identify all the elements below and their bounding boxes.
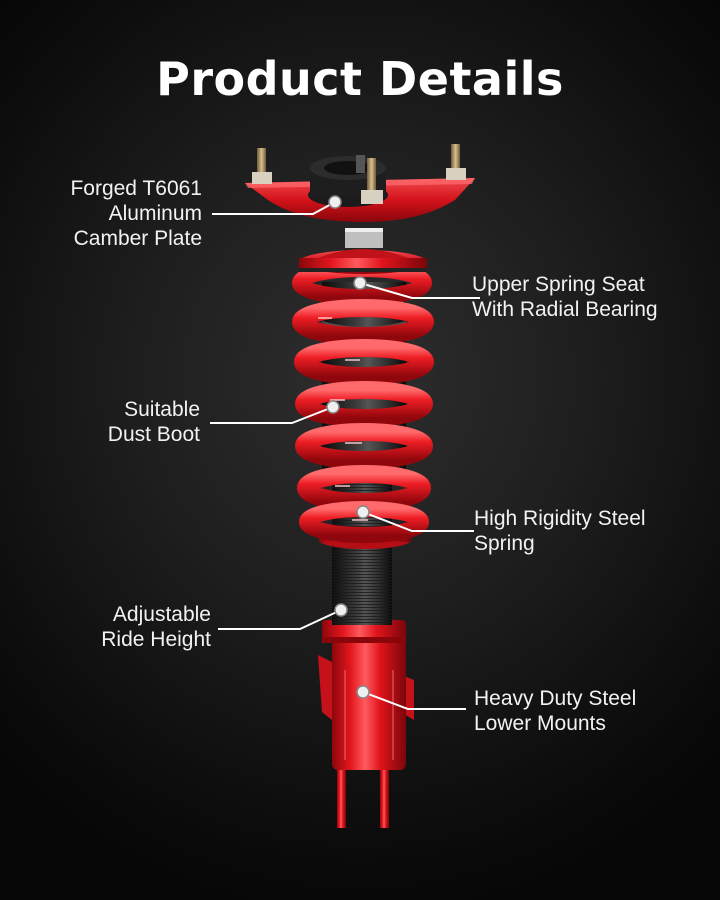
callout-lower-mounts: Heavy Duty Steel Lower Mounts (474, 686, 636, 736)
callout-camber-plate: Forged T6061 Aluminum Camber Plate (70, 176, 202, 251)
upper-spring-seat (299, 228, 427, 274)
callout-line: Camber Plate (73, 227, 202, 250)
callout-ride-height: Adjustable Ride Height (101, 602, 211, 652)
callout-upper-spring-seat: Upper Spring Seat With Radial Bearing (472, 272, 658, 322)
callout-dots (326, 195, 370, 699)
callout-line: Upper Spring Seat (472, 273, 645, 296)
callout-line: Heavy Duty Steel (474, 687, 637, 710)
callout-line: Ride Height (101, 628, 211, 651)
callout-line: Spring (474, 532, 535, 555)
camber-plate (245, 144, 475, 222)
callout-line: High Rigidity Steel (474, 507, 646, 530)
lower-legs (337, 760, 389, 828)
lower-mount-body (318, 620, 414, 770)
callout-steel-spring: High Rigidity Steel Spring (474, 506, 646, 556)
callout-line: Suitable (124, 398, 200, 421)
callout-line: Forged T6061 (70, 177, 202, 200)
callout-line: Lower Mounts (474, 712, 606, 735)
callout-line: Dust Boot (107, 423, 200, 446)
callout-line: Aluminum (108, 202, 202, 225)
callout-line: Adjustable (112, 603, 211, 626)
page-title: Product Details (156, 52, 564, 106)
callout-line: With Radial Bearing (472, 298, 658, 321)
callout-dust-boot: Suitable Dust Boot (108, 397, 200, 447)
callout-lines (210, 201, 480, 710)
